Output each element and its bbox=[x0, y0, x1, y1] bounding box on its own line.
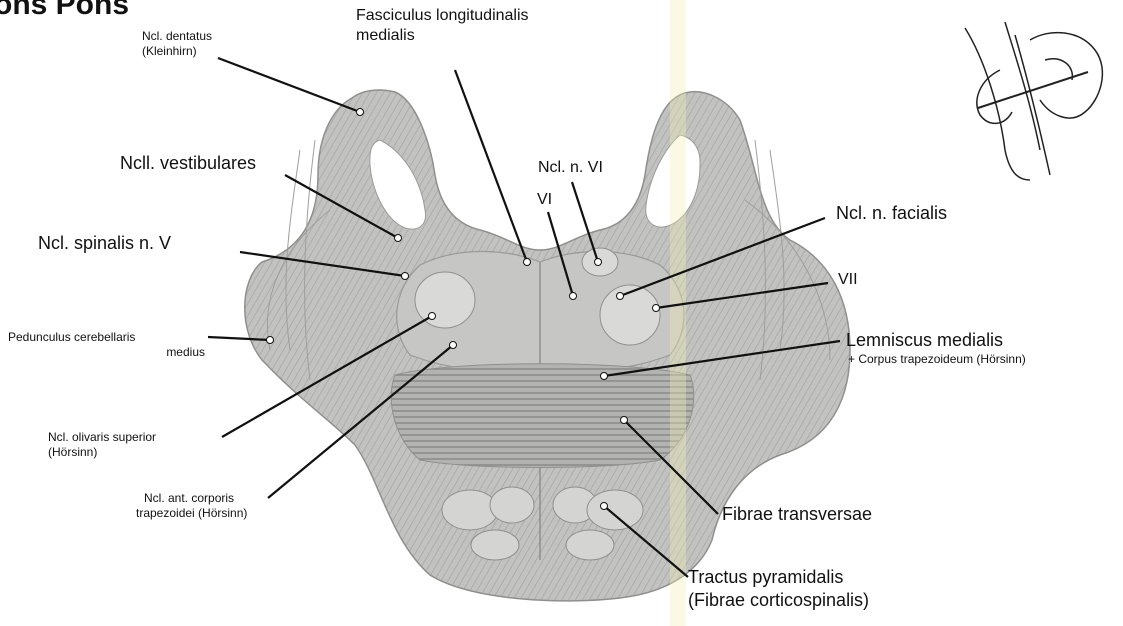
label-fibrae-transversae: Fibrae transversae bbox=[722, 503, 872, 526]
highlight-stripe bbox=[670, 0, 686, 626]
label-ncl-n-vi: Ncl. n. VI bbox=[538, 158, 603, 178]
label-olivaris-line2: (Hörsinn) bbox=[48, 445, 156, 460]
label-lemniscus-line2: + Corpus trapezoideum (Hörsinn) bbox=[848, 352, 1026, 367]
page-heading: ons Pons bbox=[0, 0, 129, 24]
label-vestibulares: Ncll. vestibulares bbox=[120, 152, 256, 175]
label-tractus-line1: Tractus pyramidalis bbox=[688, 566, 869, 589]
label-fasciculus-line2: medialis bbox=[356, 26, 529, 46]
label-ncl-dentatus-line1: Ncl. dentatus bbox=[142, 29, 212, 44]
label-pedunculus-line1: Pedunculus cerebellaris bbox=[8, 330, 205, 345]
label-lemniscus-line1: Lemniscus medialis bbox=[846, 329, 1026, 352]
leader-ncl-dentatus bbox=[218, 58, 360, 112]
label-lemniscus: Lemniscus medialis + Corpus trapezoideum… bbox=[846, 329, 1026, 367]
label-pedunculus: Pedunculus cerebellaris medius bbox=[8, 330, 205, 360]
label-ant-corporis: Ncl. ant. corporis trapezoidei (Hörsinn) bbox=[136, 491, 247, 521]
label-ant-corporis-line1: Ncl. ant. corporis bbox=[136, 491, 247, 506]
transverse-fibres bbox=[391, 364, 694, 468]
label-tractus: Tractus pyramidalis (Fibrae corticospina… bbox=[688, 566, 869, 611]
label-fasciculus-line1: Fasciculus longitudinalis bbox=[356, 6, 529, 26]
orientation-inset bbox=[965, 22, 1102, 180]
label-facialis: Ncl. n. facialis bbox=[836, 202, 947, 225]
label-fasciculus: Fasciculus longitudinalis medialis bbox=[356, 6, 529, 46]
label-olivaris-line1: Ncl. olivaris superior bbox=[48, 430, 156, 445]
label-ncl-dentatus: Ncl. dentatus (Kleinhirn) bbox=[142, 29, 212, 59]
label-pedunculus-line2: medius bbox=[8, 345, 205, 360]
label-ant-corporis-line2: trapezoidei (Hörsinn) bbox=[136, 506, 247, 521]
label-spinalis-v: Ncl. spinalis n. V bbox=[38, 232, 171, 255]
label-tractus-line2: (Fibrae corticospinalis) bbox=[688, 589, 869, 612]
label-olivaris: Ncl. olivaris superior (Hörsinn) bbox=[48, 430, 156, 460]
label-ncl-dentatus-line2: (Kleinhirn) bbox=[142, 44, 212, 59]
label-vii: VII bbox=[838, 270, 858, 290]
label-vi: VI bbox=[537, 190, 552, 210]
